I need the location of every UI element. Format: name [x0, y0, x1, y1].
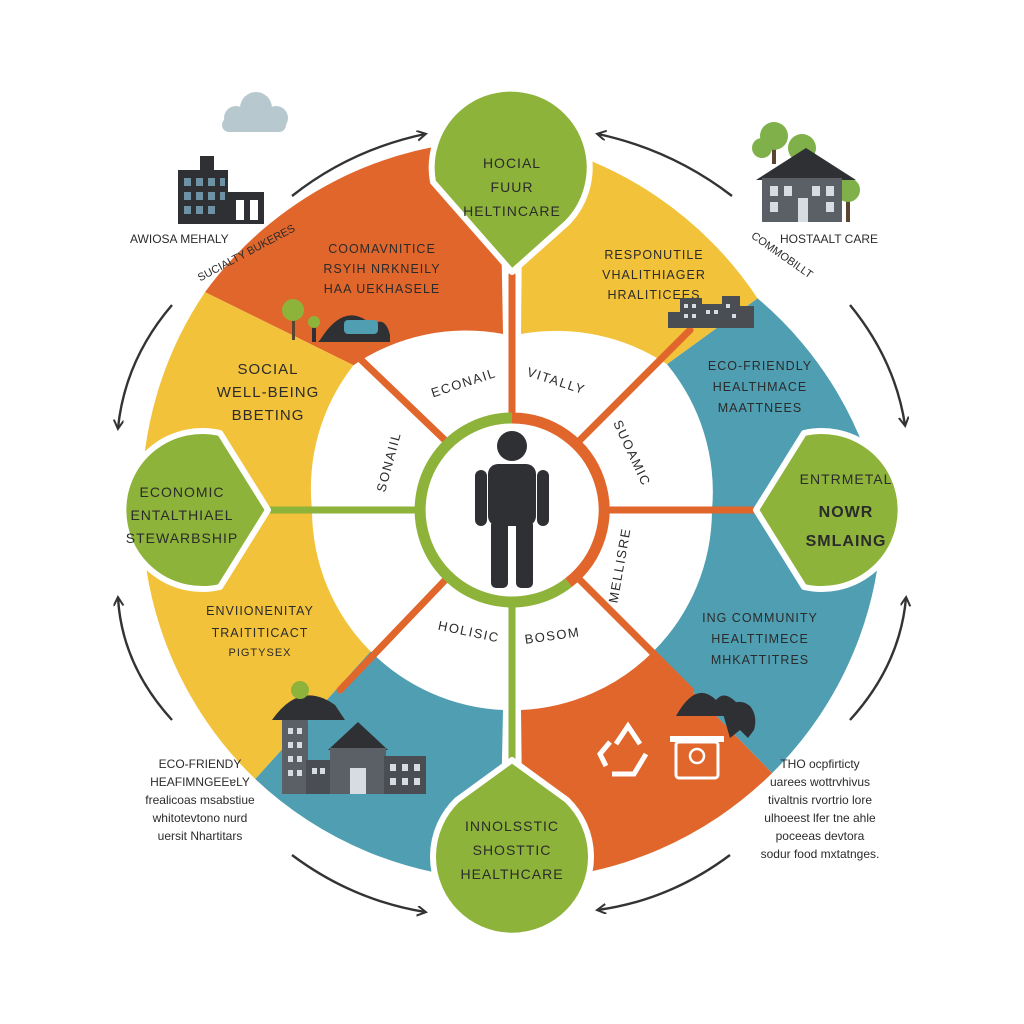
spoke-label-mellisre: MELLISRE: [606, 526, 634, 604]
segment-top-left-line-1: COOMAVNITICE: [328, 242, 436, 256]
corner-bottom-left-line-3: frealicoas msabstiue: [145, 793, 255, 807]
spoke-bottom-left: [336, 571, 454, 694]
arrow-left-upper: [118, 304, 173, 428]
node-right: ENTRMETAL NOWR SMLAING: [753, 428, 904, 592]
segment-left-upper-line-2: WELL-BEING: [217, 384, 320, 401]
spoke-label-holisic: HOLISIC: [437, 618, 501, 646]
city-skyline-icon: [668, 296, 754, 328]
segment-right-upper-line-2: HEALTHMACE: [713, 380, 808, 394]
node-top: HOCIAL FUUR HELTINCARE: [428, 85, 593, 275]
segment-label-left-upper: SOCIAL WELL-BEING BBETING: [217, 361, 320, 424]
node-top-line-3: HELTINCARE: [463, 203, 561, 219]
segment-label-top-left: COOMAVNITICE RSYIH NRKNEILY HAA UEKHASEL…: [323, 242, 441, 296]
corner-bottom-right-line-1: THO ocpfirticty: [780, 757, 859, 771]
recycle-icon: [597, 721, 649, 777]
node-bottom-line-2: SHOSTTIC: [473, 842, 552, 858]
spoke-label-sonaiil: SONAIIL: [373, 430, 403, 494]
segment-right-upper-line-1: ECO-FRIENDLY: [708, 359, 812, 373]
segment-top-left-line-3: HAA UEKHASELE: [324, 282, 441, 296]
node-left-line-1: ECONOMIC: [140, 484, 225, 500]
spoke-label-bosom: BOSOM: [524, 624, 581, 647]
cloud-icon: [222, 92, 288, 132]
corner-top-left-title: AWIOSA MEHALY: [130, 232, 229, 246]
node-bottom-shape: [430, 757, 594, 939]
corner-bottom-left-note: ECO-FRIENDY HEAFIMNGEEɐLY frealicoas msa…: [145, 757, 255, 843]
segment-top-right-line-2: VHALITHIAGER: [602, 268, 706, 282]
segment-left-upper-line-3: BBETING: [232, 407, 305, 424]
corner-bottom-left-line-5: uersit Nhartitars: [158, 829, 243, 843]
spoke-top-left: [326, 326, 454, 449]
segment-top-right-line-3: HRALITICEES: [608, 288, 701, 302]
node-bottom-line-1: INNOLSSTIC: [465, 818, 559, 834]
corner-bottom-left-line-2: HEAFIMNGEEɐLY: [150, 775, 250, 789]
node-right-line-3: SMLAING: [806, 533, 887, 550]
segment-left-lower-line-2: TRAITITICACT: [212, 626, 309, 640]
node-left-shape: [120, 428, 271, 592]
corner-bottom-left-line-1: ECO-FRIENDY: [159, 757, 242, 771]
segment-left-lower-line-3: PIGTYSEX: [228, 647, 291, 659]
node-left-line-3: STEWARBSHIP: [126, 530, 238, 546]
animals-landscape-icon: [676, 692, 756, 738]
hub-ring-green: [414, 412, 572, 608]
segment-label-top-right: RESPONUTILE VHALITHIAGER HRALITICEES: [602, 248, 706, 302]
arrow-top-left: [291, 134, 425, 197]
arrow-top-right: [598, 134, 733, 197]
segment-right-lower-line-2: HEALTTIMECE: [711, 632, 809, 646]
segment-right-lower-line-3: MHKATTITRES: [711, 653, 809, 667]
hub-ring-orange: [511, 412, 610, 588]
arrow-right-upper: [849, 304, 905, 425]
community-house-icon: [752, 122, 860, 222]
node-right-line-2: NOWR: [819, 504, 874, 521]
segment-top-right-line-1: RESPONUTILE: [604, 248, 703, 262]
cycle-arrows: [118, 134, 906, 912]
corner-top-right-title: HOSTAALT CARE: [780, 232, 878, 246]
spokes: [261, 271, 764, 769]
segment-left-lower-line-1: ENVIIONENITAY: [206, 604, 314, 618]
corner-bottom-right-line-4: ulhoeest lfer tne ahle: [764, 811, 876, 825]
arrow-bottom-left: [291, 854, 425, 912]
corner-bottom-right-line-2: uarees wottrvhivus: [770, 775, 870, 789]
node-top-shape: [428, 85, 593, 275]
node-top-line-1: HOCIAL: [483, 155, 541, 171]
node-bottom: INNOLSSTIC SHOSTTIC HEALTHCARE: [430, 757, 594, 939]
corner-bottom-right-note: THO ocpfirticty uarees wottrvhivus tival…: [761, 757, 880, 861]
hospital-complex-icon: [272, 681, 426, 794]
corner-bottom-left-line-4: whitotevtono nurd: [152, 811, 248, 825]
node-left-line-2: ENTALTHIAEL: [130, 507, 233, 523]
segment-left-upper-line-1: SOCIAL: [237, 361, 298, 378]
segment-label-right-lower: ING COMMUNITY HEALTTIMECE MHKATTITRES: [702, 611, 818, 667]
node-left: ECONOMIC ENTALTHIAEL STEWARBSHIP: [120, 428, 271, 592]
corner-bottom-right-line-5: poceeas devtora: [776, 829, 865, 843]
node-right-shape: [753, 428, 904, 592]
segment-top-left-line-2: RSYIH NRKNEILY: [323, 262, 440, 276]
spoke-bottom-right: [571, 571, 694, 694]
person-icon: [475, 431, 549, 588]
spoke-label-econail: ECONAIL: [429, 365, 498, 400]
spoke-label-vitally: VITALLY: [525, 364, 587, 397]
arrow-right-lower: [849, 598, 906, 721]
node-bottom-line-3: HEALTHCARE: [460, 866, 563, 882]
spoke-top-right: [571, 326, 694, 449]
arrow-left-lower: [118, 598, 173, 721]
node-top-line-2: FUUR: [491, 179, 534, 195]
node-right-line-1: ENTRMETAL: [800, 471, 893, 487]
arrow-bottom-right: [598, 854, 731, 910]
office-building-icon: [178, 156, 264, 224]
corner-bottom-right-line-3: tivaltnis rvortrio lore: [768, 793, 872, 807]
segment-right-upper-line-3: MAATTNEES: [718, 401, 802, 415]
recycling-bin-icon: [670, 736, 724, 780]
segment-right-lower-line-1: ING COMMUNITY: [702, 611, 818, 625]
segment-label-left-lower: ENVIIONENITAY TRAITITICACT PIGTYSEX: [206, 604, 314, 659]
hub: [414, 412, 610, 608]
spoke-label-suoamic: SUOAMIC: [610, 418, 654, 489]
landscape-icon: [282, 299, 390, 342]
corner-bottom-right-line-6: sodur food mxtatnges.: [761, 847, 880, 861]
segment-label-right-upper: ECO-FRIENDLY HEALTHMACE MAATTNEES: [708, 359, 812, 415]
segment-top-left: [205, 140, 503, 366]
